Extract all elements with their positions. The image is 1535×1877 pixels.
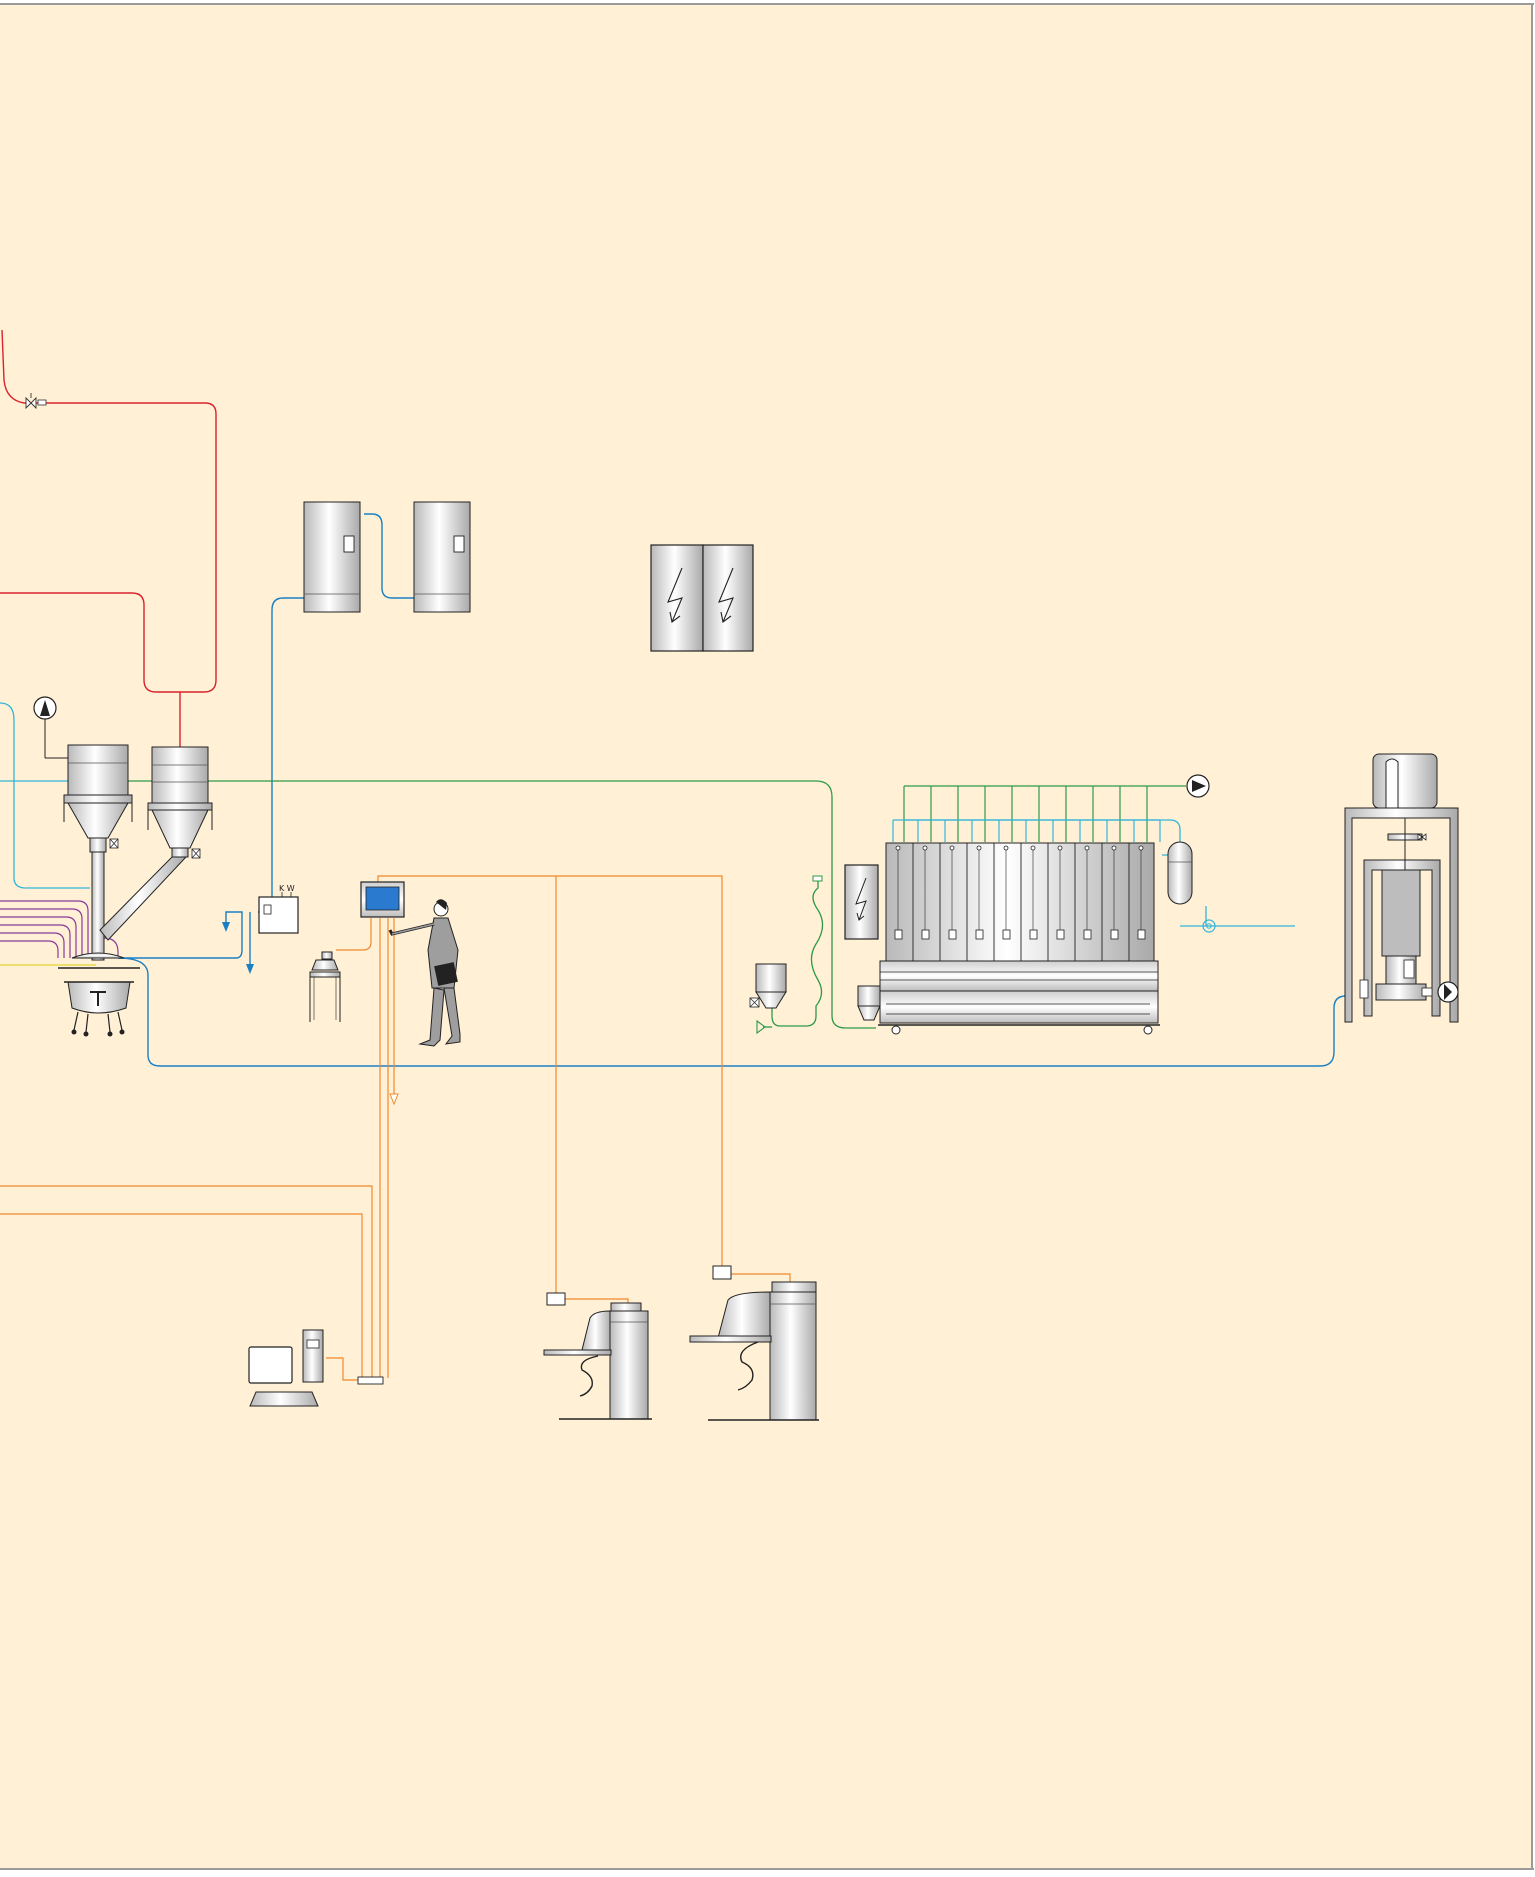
- desktop-computer-icon: [248, 1329, 384, 1407]
- green-dosing-manifold: [903, 785, 1186, 842]
- scale-station: [309, 951, 341, 1022]
- green-nozzle: [812, 875, 823, 882]
- power-meter: K W: [258, 884, 299, 934]
- meter-kw-label: K W: [279, 884, 295, 893]
- red-pipe-network: [0, 329, 217, 748]
- storage-cabinet-left: [303, 501, 361, 613]
- screen-display: [365, 886, 400, 911]
- pump-icon: [1186, 774, 1210, 798]
- green-flow-arrow: [756, 1019, 766, 1035]
- cyan-flow-meter: [1202, 919, 1216, 933]
- operator-touch-screen: [360, 881, 405, 918]
- electrical-cabinet: [650, 544, 754, 652]
- pump-icon: [33, 696, 70, 759]
- blue-flow-arrow: [222, 922, 230, 932]
- lightning-bolt-icon: [667, 567, 734, 623]
- hopper-right: [99, 746, 213, 941]
- divider-feed-hopper: [857, 985, 881, 1021]
- cyan-dosing-manifold: [892, 819, 1161, 842]
- lightning-bolt-icon: [855, 877, 867, 921]
- purple-ingredient-lines: [0, 900, 119, 958]
- pressure-vessel: [1167, 841, 1193, 905]
- orange-flow-arrow: [389, 1093, 399, 1106]
- electrical-cabinet-small: [844, 864, 879, 940]
- spiral-mixer-small: [543, 1292, 652, 1420]
- dough-divider-machine: [878, 842, 1160, 1035]
- process-tank-frame: [1344, 753, 1459, 1023]
- person-icon: [388, 899, 461, 1047]
- blue-pipe-network: [117, 513, 1352, 1067]
- diagram-background: [0, 4, 1532, 1870]
- small-feed-hopper: [749, 963, 787, 1009]
- blue-flow-arrow: [246, 964, 254, 974]
- red-line-valve: [25, 393, 47, 410]
- hopper-left: [63, 744, 133, 961]
- spiral-mixer-large: [689, 1265, 819, 1421]
- mixing-bowl-trolley: [58, 952, 140, 1037]
- pump-icon: [1437, 981, 1459, 1003]
- storage-cabinet-right: [413, 501, 471, 613]
